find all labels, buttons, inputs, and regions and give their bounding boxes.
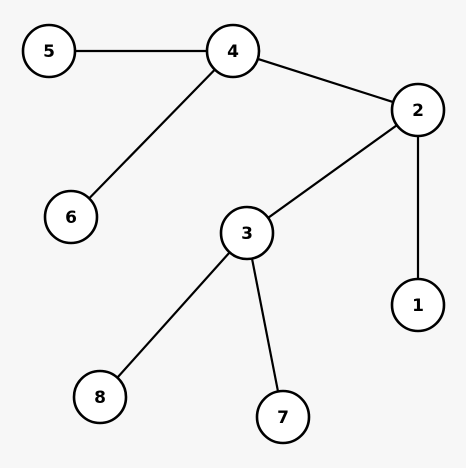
edge-2-3 — [246, 109, 419, 234]
edge-layer — [49, 49, 420, 418]
node-circle — [255, 389, 311, 445]
node-label: 6 — [65, 208, 77, 228]
node-label: 1 — [412, 296, 424, 316]
node-8: 8 — [72, 369, 128, 425]
node-2: 2 — [390, 82, 446, 138]
node-circle — [390, 82, 446, 138]
node-label: 8 — [94, 388, 106, 408]
node-circle — [205, 23, 261, 79]
node-5: 5 — [21, 23, 77, 79]
node-circle — [21, 23, 77, 79]
node-circle — [43, 189, 99, 245]
node-label: 5 — [43, 42, 55, 62]
node-circle — [390, 277, 446, 333]
node-label: 4 — [227, 42, 239, 62]
node-circle — [72, 369, 128, 425]
node-label: 2 — [412, 101, 424, 121]
edge-4-6 — [70, 50, 234, 218]
node-3: 3 — [219, 205, 275, 261]
node-6: 6 — [43, 189, 99, 245]
node-circle — [219, 205, 275, 261]
node-label: 3 — [241, 224, 253, 244]
node-layer: 5 4 2 6 3 1 8 7 — [21, 23, 446, 445]
edge-3-7 — [245, 232, 285, 418]
node-4: 4 — [205, 23, 261, 79]
edge-3-8 — [99, 232, 248, 398]
node-1: 1 — [390, 277, 446, 333]
edge-4-2 — [232, 49, 419, 112]
node-7: 7 — [255, 389, 311, 445]
node-label: 7 — [277, 408, 289, 428]
